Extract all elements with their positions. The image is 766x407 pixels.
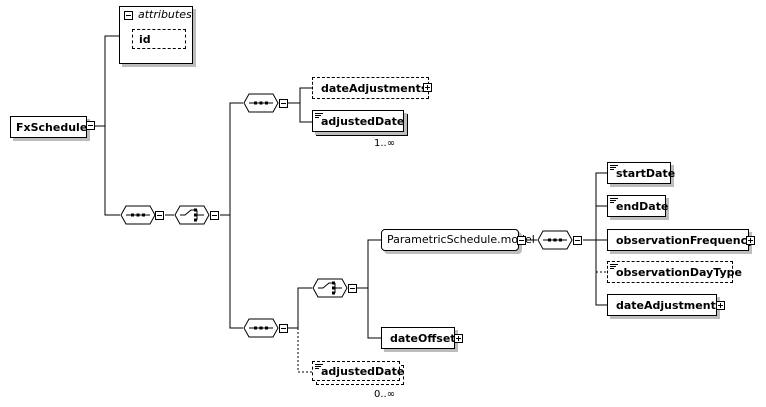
element-label: endDate	[616, 200, 669, 213]
expand-toggle-dateadjustments-2[interactable]	[716, 301, 725, 310]
collapse-toggle-sequence-2[interactable]	[279, 99, 288, 108]
expand-toggle-observationfrequency[interactable]	[746, 236, 755, 245]
element-label: observationDayType	[616, 266, 742, 279]
element-startdate[interactable]: startDate	[607, 162, 675, 184]
element-dateadjustments[interactable]: dateAdjustments	[607, 294, 722, 316]
element-dateadjustments-optional[interactable]: dateAdjustments	[312, 77, 429, 99]
element-observationdaytype-optional[interactable]: observationDayType	[607, 261, 742, 283]
collapse-toggle-attributes[interactable]	[124, 11, 133, 20]
element-label: adjustedDate	[321, 115, 405, 128]
attribute-id[interactable]: id	[132, 29, 186, 49]
root-element-fxschedule[interactable]: FxSchedule	[10, 116, 87, 138]
occurrence-label: 1..∞	[374, 138, 396, 149]
expand-toggle-dateoffset[interactable]	[454, 334, 463, 343]
collapse-toggle-choice-2[interactable]	[348, 284, 357, 293]
element-dateoffset[interactable]: dateOffset	[381, 327, 456, 349]
attributes-group: attributes id	[119, 6, 193, 64]
expand-toggle-dateadjustments[interactable]	[423, 83, 432, 92]
collapse-toggle-root[interactable]	[86, 121, 95, 130]
element-enddate[interactable]: endDate	[607, 195, 669, 217]
element-label: dateAdjustments	[616, 299, 723, 312]
element-label: startDate	[616, 167, 676, 180]
element-label: observationFrequency	[616, 234, 755, 247]
collapse-toggle-sequence-3[interactable]	[279, 324, 288, 333]
collapse-toggle-sequence-4[interactable]	[573, 236, 582, 245]
element-label: adjustedDate	[321, 365, 405, 378]
element-observationfrequency[interactable]: observationFrequency	[607, 229, 754, 251]
model-group-parametricschedule[interactable]: ParametricSchedule.model	[381, 229, 535, 251]
element-label: dateAdjustments	[321, 82, 428, 95]
element-adjusteddate-repeated[interactable]: adjustedDate	[312, 110, 412, 136]
sequence-compositor-icon[interactable]	[120, 205, 156, 225]
attribute-label: id	[139, 33, 151, 46]
root-element-label: FxSchedule	[16, 121, 88, 134]
collapse-toggle-model[interactable]	[517, 236, 526, 245]
collapse-toggle-sequence-1[interactable]	[155, 211, 164, 220]
occurrence-label: 0..∞	[374, 389, 396, 400]
attributes-group-label: attributes	[138, 8, 192, 21]
element-label: dateOffset	[390, 332, 456, 345]
element-adjusteddate-optional-repeated[interactable]: adjustedDate	[312, 361, 412, 387]
sequence-compositor-icon[interactable]	[243, 93, 279, 113]
sequence-compositor-icon[interactable]	[537, 230, 573, 250]
choice-compositor-icon[interactable]	[174, 205, 210, 225]
model-group-label: ParametricSchedule.model	[387, 233, 535, 246]
sequence-compositor-icon[interactable]	[243, 318, 279, 338]
collapse-toggle-choice-1[interactable]	[210, 211, 219, 220]
choice-compositor-icon[interactable]	[312, 278, 348, 298]
